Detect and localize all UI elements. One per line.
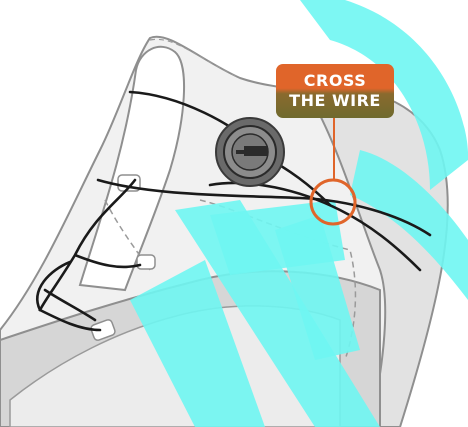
- callout-line2: THE WIRE: [289, 91, 381, 111]
- boa-dial-icon[interactable]: [216, 118, 284, 186]
- callout-label: CROSS THE WIRE: [276, 64, 394, 118]
- callout-line1: CROSS: [304, 71, 367, 91]
